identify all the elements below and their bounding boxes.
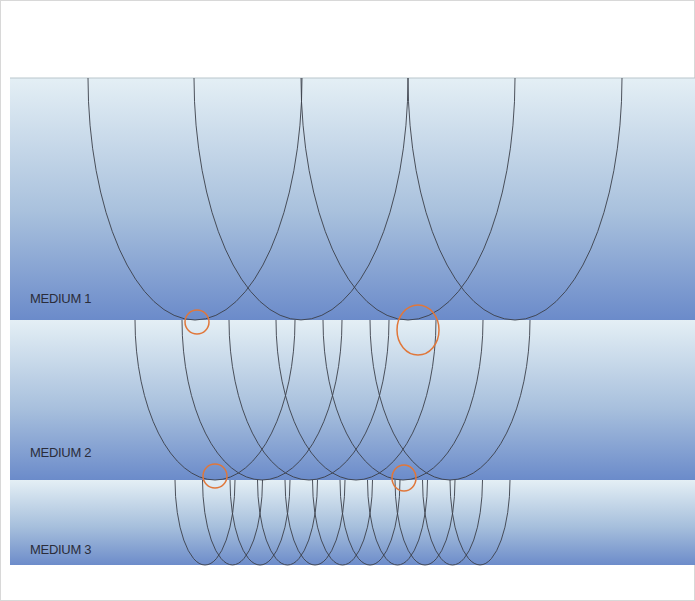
medium-band: MEDIUM 3 xyxy=(10,480,695,565)
medium-band: MEDIUM 2 xyxy=(10,320,695,480)
medium-band: MEDIUM 1 xyxy=(10,78,695,320)
medium-label: MEDIUM 3 xyxy=(30,542,91,557)
medium-label: MEDIUM 1 xyxy=(30,291,91,306)
medium-label: MEDIUM 2 xyxy=(30,445,91,460)
